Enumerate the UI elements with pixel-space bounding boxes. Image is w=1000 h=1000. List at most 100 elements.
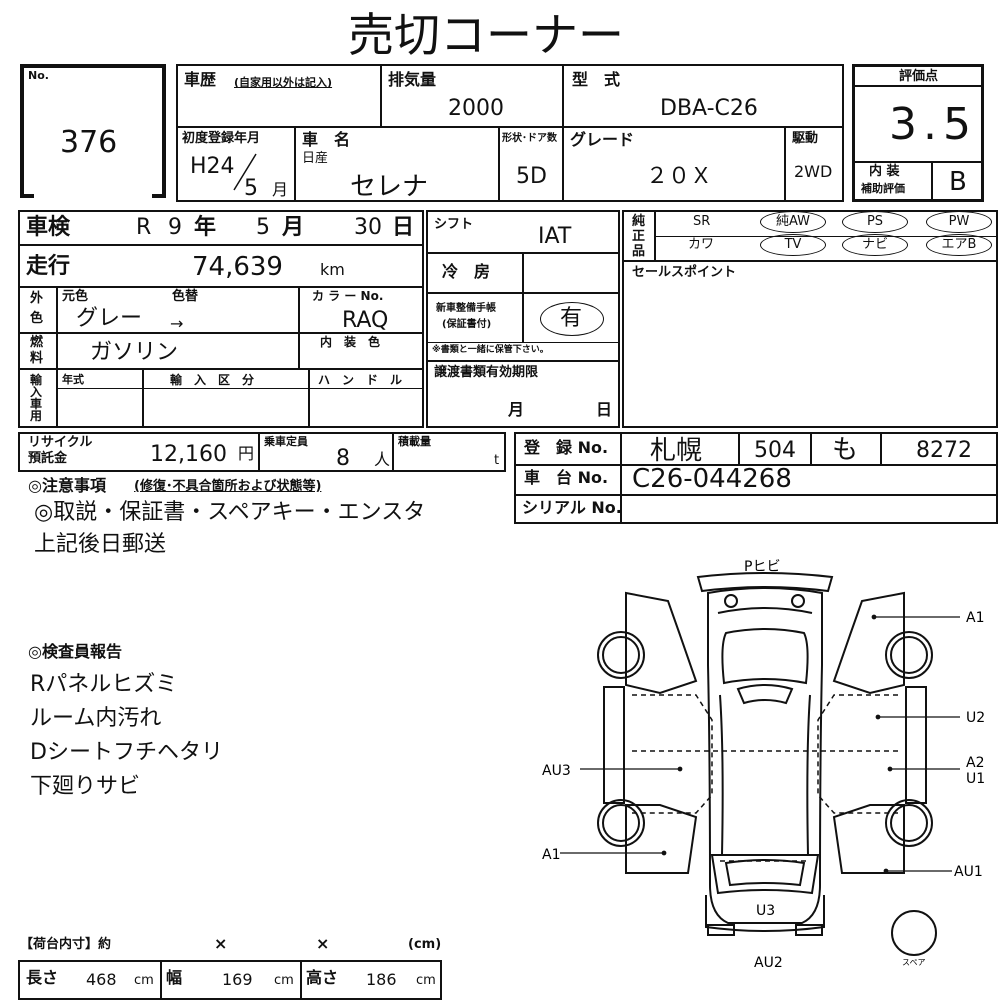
chassis-value: C26-044268 [632,464,792,494]
diagram-label-au2: AU2 [754,955,783,971]
cargo-width-value: 169 [222,970,253,989]
registration-table: 登 録 No. 札幌 504 も 8272 車 台 No. C26-044268… [514,432,998,524]
option-alloy-wheel: 純AW [760,211,826,233]
model-value: DBA-C26 [660,96,758,121]
inspection-month-unit: 月 [282,215,305,240]
first-reg-year: H24 [190,154,235,179]
score-value: 3.5 [889,99,977,150]
manual-label: 新車整備手帳 [436,303,496,314]
notes-line-1: ◎取説・保証書・スペアキー・エンスタ [34,500,426,525]
transfer-day-unit: 日 [596,400,613,419]
original-color-label: 元色 [62,289,89,304]
score-box: 評価点 3.5 内 装 補助評価 B [852,64,984,202]
left-door-dashed [632,694,713,814]
diagram-label-au3: AU3 [542,763,571,779]
doors-label: 形状･ドア数 [502,133,557,144]
mileage-unit: km [320,260,345,279]
left-front-panel [625,804,698,874]
color-side-label-2: 色 [30,311,44,326]
diagram-label-spare: スペア [902,958,925,967]
cargo-height-label: 高さ [306,968,339,987]
registration-class: 504 [754,438,796,463]
import-type-label: 輸 入 区 分 [170,373,255,387]
color-change-value: → [170,314,184,333]
spare-tire [891,910,937,956]
inspection-label: 車検 [26,215,71,240]
fuel-side-label-2: 料 [30,351,44,366]
cargo-x-2: × [316,934,330,953]
recycle-table: リサイクル 預託金 12,160 円 乗車定員 8 人 積載量 t [18,432,506,472]
inspector-line-4: 下廻りサビ [30,774,141,799]
chassis-label: 車 台 No. [524,468,609,487]
interior-color-label: 内 装 色 [320,335,381,349]
displacement-value: 2000 [448,96,504,121]
diagram-label-top: Pヒビ [744,559,780,575]
rear-glass [721,628,809,685]
serial-label: シリアル No. [522,498,622,517]
option-sr: SR [693,214,711,229]
manual-note: ※書類と一緒に保管下さい。 [432,345,549,355]
interior-label: 内 装 [869,164,900,179]
sales-point-label: セールスポイント [632,265,737,280]
diagram-label-au1: AU1 [954,864,983,880]
car-maker: 日産 [302,151,329,166]
rear-bumper [696,572,834,593]
color-code-label: カ ラ ー No. [312,289,384,303]
interior-value: B [949,167,967,197]
notes-sub-label: (修復･不具合箇所および状態等) [134,479,322,494]
recycle-label: リサイクル [28,435,93,450]
left-rear-panel [625,591,698,695]
rear-wiper-area [736,684,794,705]
cargo-unit-label: (cm) [408,937,442,952]
diagram-label-u1: U1 [966,771,985,787]
right-step [905,686,927,804]
option-ps: PS [842,211,908,233]
right-front-wheel [885,799,933,847]
capacity-label: 乗車定員 [264,435,308,448]
option-tv: TV [760,234,826,256]
page-title: 売切コーナー [348,8,624,62]
right-front-panel [832,804,905,874]
notes-label: ◎注意事項 [28,476,106,495]
car-damage-diagram: Pヒビ A1 U2 A2 U1 AU1 AU3 A1 U3 AU2 スペア [542,559,985,971]
doors-value: 5D [516,164,547,189]
cargo-x-1: × [214,934,228,953]
transfer-month-unit: 月 [508,400,525,419]
option-navi: ナビ [842,234,908,256]
first-reg-month: 5 [244,176,258,201]
diagram-label-a1-left: A1 [542,847,560,863]
option-leather: カワ [688,237,715,252]
inspection-day: 30 [354,215,382,240]
inspector-line-3: Dシートフチヘタリ [30,740,223,765]
equipment-table: シフト IAT 冷 房 新車整備手帳 (保証書付) 有 ※書類と一緒に保管下さい… [426,210,620,428]
cargo-height-unit: cm [416,973,436,988]
registration-label: 登 録 No. [524,438,609,457]
import-side-label: 輸入車用 [30,373,43,423]
color-code-value: RAQ [342,308,389,333]
drive-label: 駆動 [792,131,819,146]
cargo-length-value: 468 [86,970,117,989]
notes-line-2: 上記後日郵送 [34,532,167,557]
inspection-year-unit: 年 [194,215,217,240]
import-year-label: 年式 [62,373,84,386]
mileage-value: 74,639 [192,252,283,282]
recycle-unit: 円 [238,444,255,463]
cargo-label: 【荷台内寸】約 [20,937,112,952]
rear-right-light [791,594,805,608]
fuel-value: ガソリン [90,340,179,365]
vehicle-detail-table: 車検 R 9 年 5 月 30 日 走行 74,639 km 外 色 元色 色替… [18,210,424,428]
interior-sub-label: 補助評価 [861,182,905,195]
shift-label: シフト [434,217,474,232]
right-door-dashed [817,694,898,814]
cargo-dimension-table: 長さ 468 cm 幅 169 cm 高さ 186 cm [18,960,442,1000]
inspection-day-unit: 日 [392,215,415,240]
registration-area: 札幌 [650,436,703,466]
first-reg-month-unit: 月 [272,180,289,199]
right-rear-panel [832,591,905,695]
registration-number: 8272 [916,438,972,463]
options-side-label: 純正品 [632,214,646,259]
displacement-label: 排気量 [388,70,437,89]
inspection-month: 5 [256,215,270,240]
diagram-label-u3: U3 [756,903,775,919]
rear-window-line [717,607,813,614]
